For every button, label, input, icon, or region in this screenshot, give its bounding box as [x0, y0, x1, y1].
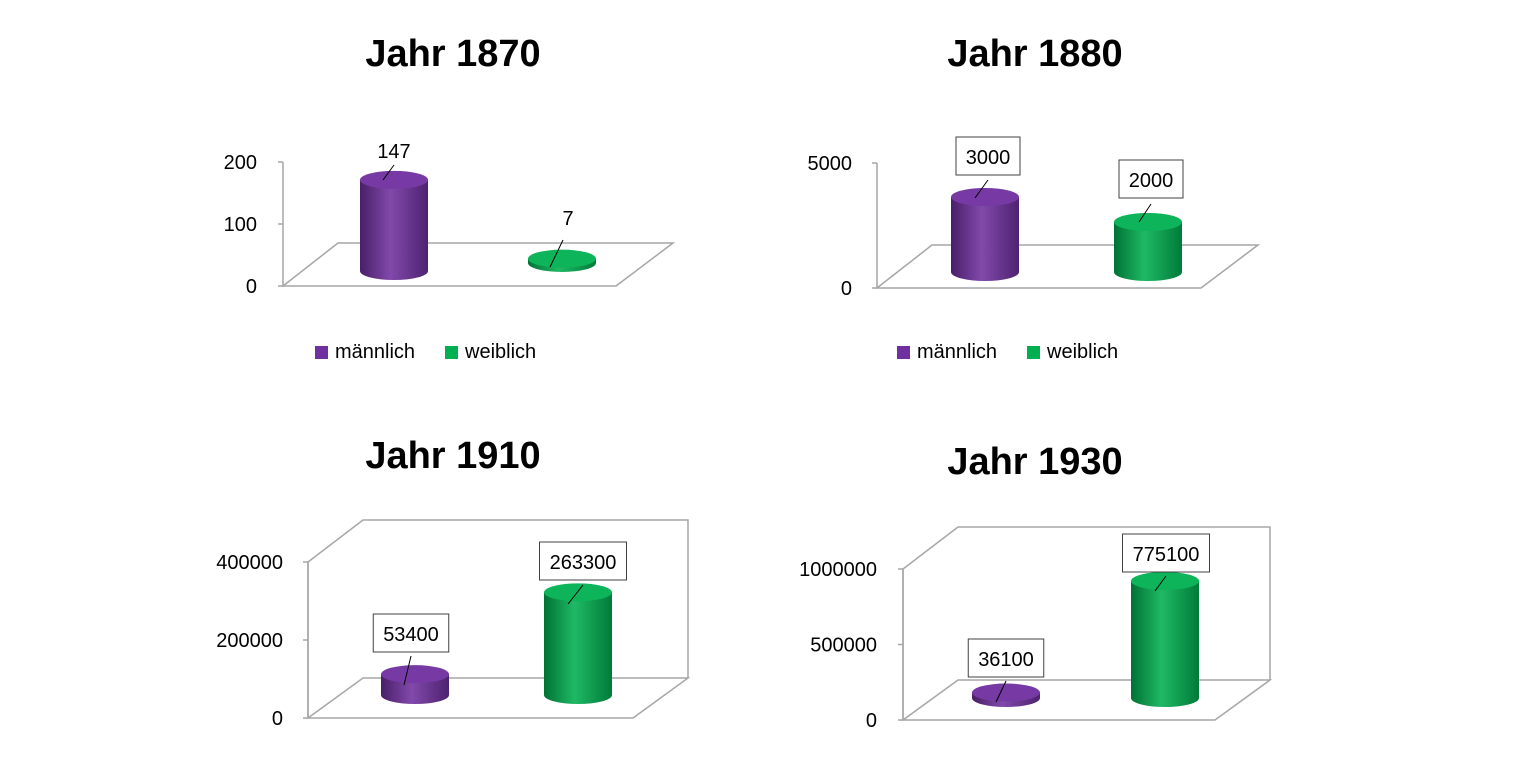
- data-label: 36100: [978, 649, 1034, 671]
- bar-top: [360, 170, 428, 189]
- chart-0: Jahr 1870 0 100 200 147 7 männlich weiblich: [224, 33, 676, 363]
- data-label-leader: [382, 164, 395, 181]
- y-tick-label: 500000: [810, 635, 877, 657]
- y-tick-label: 100: [224, 214, 257, 236]
- legend-label-maennlich: männlich: [335, 341, 415, 363]
- floor-plane: [305, 677, 691, 719]
- bar-weiblich: [528, 249, 596, 272]
- floor-plane: [874, 244, 1261, 289]
- data-label-box: [372, 613, 450, 653]
- legend-swatch-maennlich: [897, 346, 910, 359]
- chart-title: Jahr 1870: [365, 33, 540, 75]
- bar-maennlich: [360, 170, 428, 280]
- y-tick-label: 0: [841, 278, 852, 300]
- data-label-leader: [549, 239, 564, 268]
- data-label-leader: [974, 179, 989, 199]
- bar-body: [544, 592, 612, 704]
- back-wall: [902, 526, 1271, 720]
- bar-top: [381, 665, 449, 684]
- legend-label-weiblich: weiblich: [1046, 341, 1118, 363]
- chart-2: Jahr 1910 0 200000 400000 53400 263300: [216, 435, 691, 730]
- data-label-box: [955, 136, 1021, 176]
- chart-1: Jahr 1880 0 5000 3000 2000 männlich weiblich: [808, 33, 1261, 363]
- data-label: 3000: [966, 147, 1011, 169]
- data-label: 2000: [1129, 170, 1174, 192]
- y-tick-label: 1000000: [799, 559, 877, 581]
- y-tick-label: 0: [246, 276, 257, 298]
- y-tick-label: 0: [866, 710, 877, 732]
- bar-weiblich: [544, 583, 612, 704]
- y-tick-label: 200000: [216, 630, 283, 652]
- data-label-leader: [995, 680, 1007, 703]
- data-label-leader: [1154, 575, 1167, 592]
- bar-top: [972, 683, 1040, 702]
- legend-swatch-weiblich: [445, 346, 458, 359]
- bar-body: [360, 179, 428, 280]
- legend-swatch-maennlich: [315, 346, 328, 359]
- data-label: 147: [377, 141, 410, 163]
- data-label: 775100: [1133, 544, 1200, 566]
- legend-swatch-weiblich: [1027, 346, 1040, 359]
- data-label-leader: [403, 655, 412, 686]
- chart-title: Jahr 1910: [365, 435, 540, 477]
- y-tick-label: 200: [224, 152, 257, 174]
- data-label: 53400: [383, 624, 439, 646]
- floor-plane: [900, 679, 1273, 721]
- data-label-leader: [1138, 203, 1152, 223]
- bar-body: [1114, 222, 1182, 281]
- data-label: 7: [562, 208, 573, 230]
- data-label-box: [1122, 533, 1210, 573]
- bar-body: [951, 197, 1019, 281]
- data-label-box: [967, 638, 1045, 678]
- legend-label-weiblich: weiblich: [464, 341, 536, 363]
- legend-label-maennlich: männlich: [917, 341, 997, 363]
- bar-body: [1131, 580, 1199, 707]
- bar-top: [528, 249, 596, 268]
- bar-maennlich: [951, 188, 1019, 281]
- chart-title: Jahr 1930: [947, 441, 1122, 483]
- bar-top: [1131, 571, 1199, 590]
- bar-top: [1114, 213, 1182, 231]
- back-wall: [307, 519, 689, 718]
- bar-top: [951, 188, 1019, 206]
- data-label: 263300: [550, 552, 617, 574]
- bar-top: [544, 583, 612, 602]
- chart-3: Jahr 1930 0 500000 1000000 36100 775100: [799, 441, 1273, 732]
- data-label-leader: [567, 584, 584, 605]
- chart-title: Jahr 1880: [947, 33, 1122, 75]
- y-tick-label: 5000: [808, 153, 853, 175]
- y-tick-label: 400000: [216, 552, 283, 574]
- y-tick-label: 0: [272, 708, 283, 730]
- bar-maennlich: [972, 683, 1040, 707]
- data-label-box: [1118, 159, 1184, 199]
- bar-maennlich: [381, 665, 449, 704]
- bar-weiblich: [1114, 213, 1182, 281]
- data-label-box: [539, 541, 627, 581]
- floor-plane: [280, 242, 676, 287]
- bar-weiblich: [1131, 571, 1199, 707]
